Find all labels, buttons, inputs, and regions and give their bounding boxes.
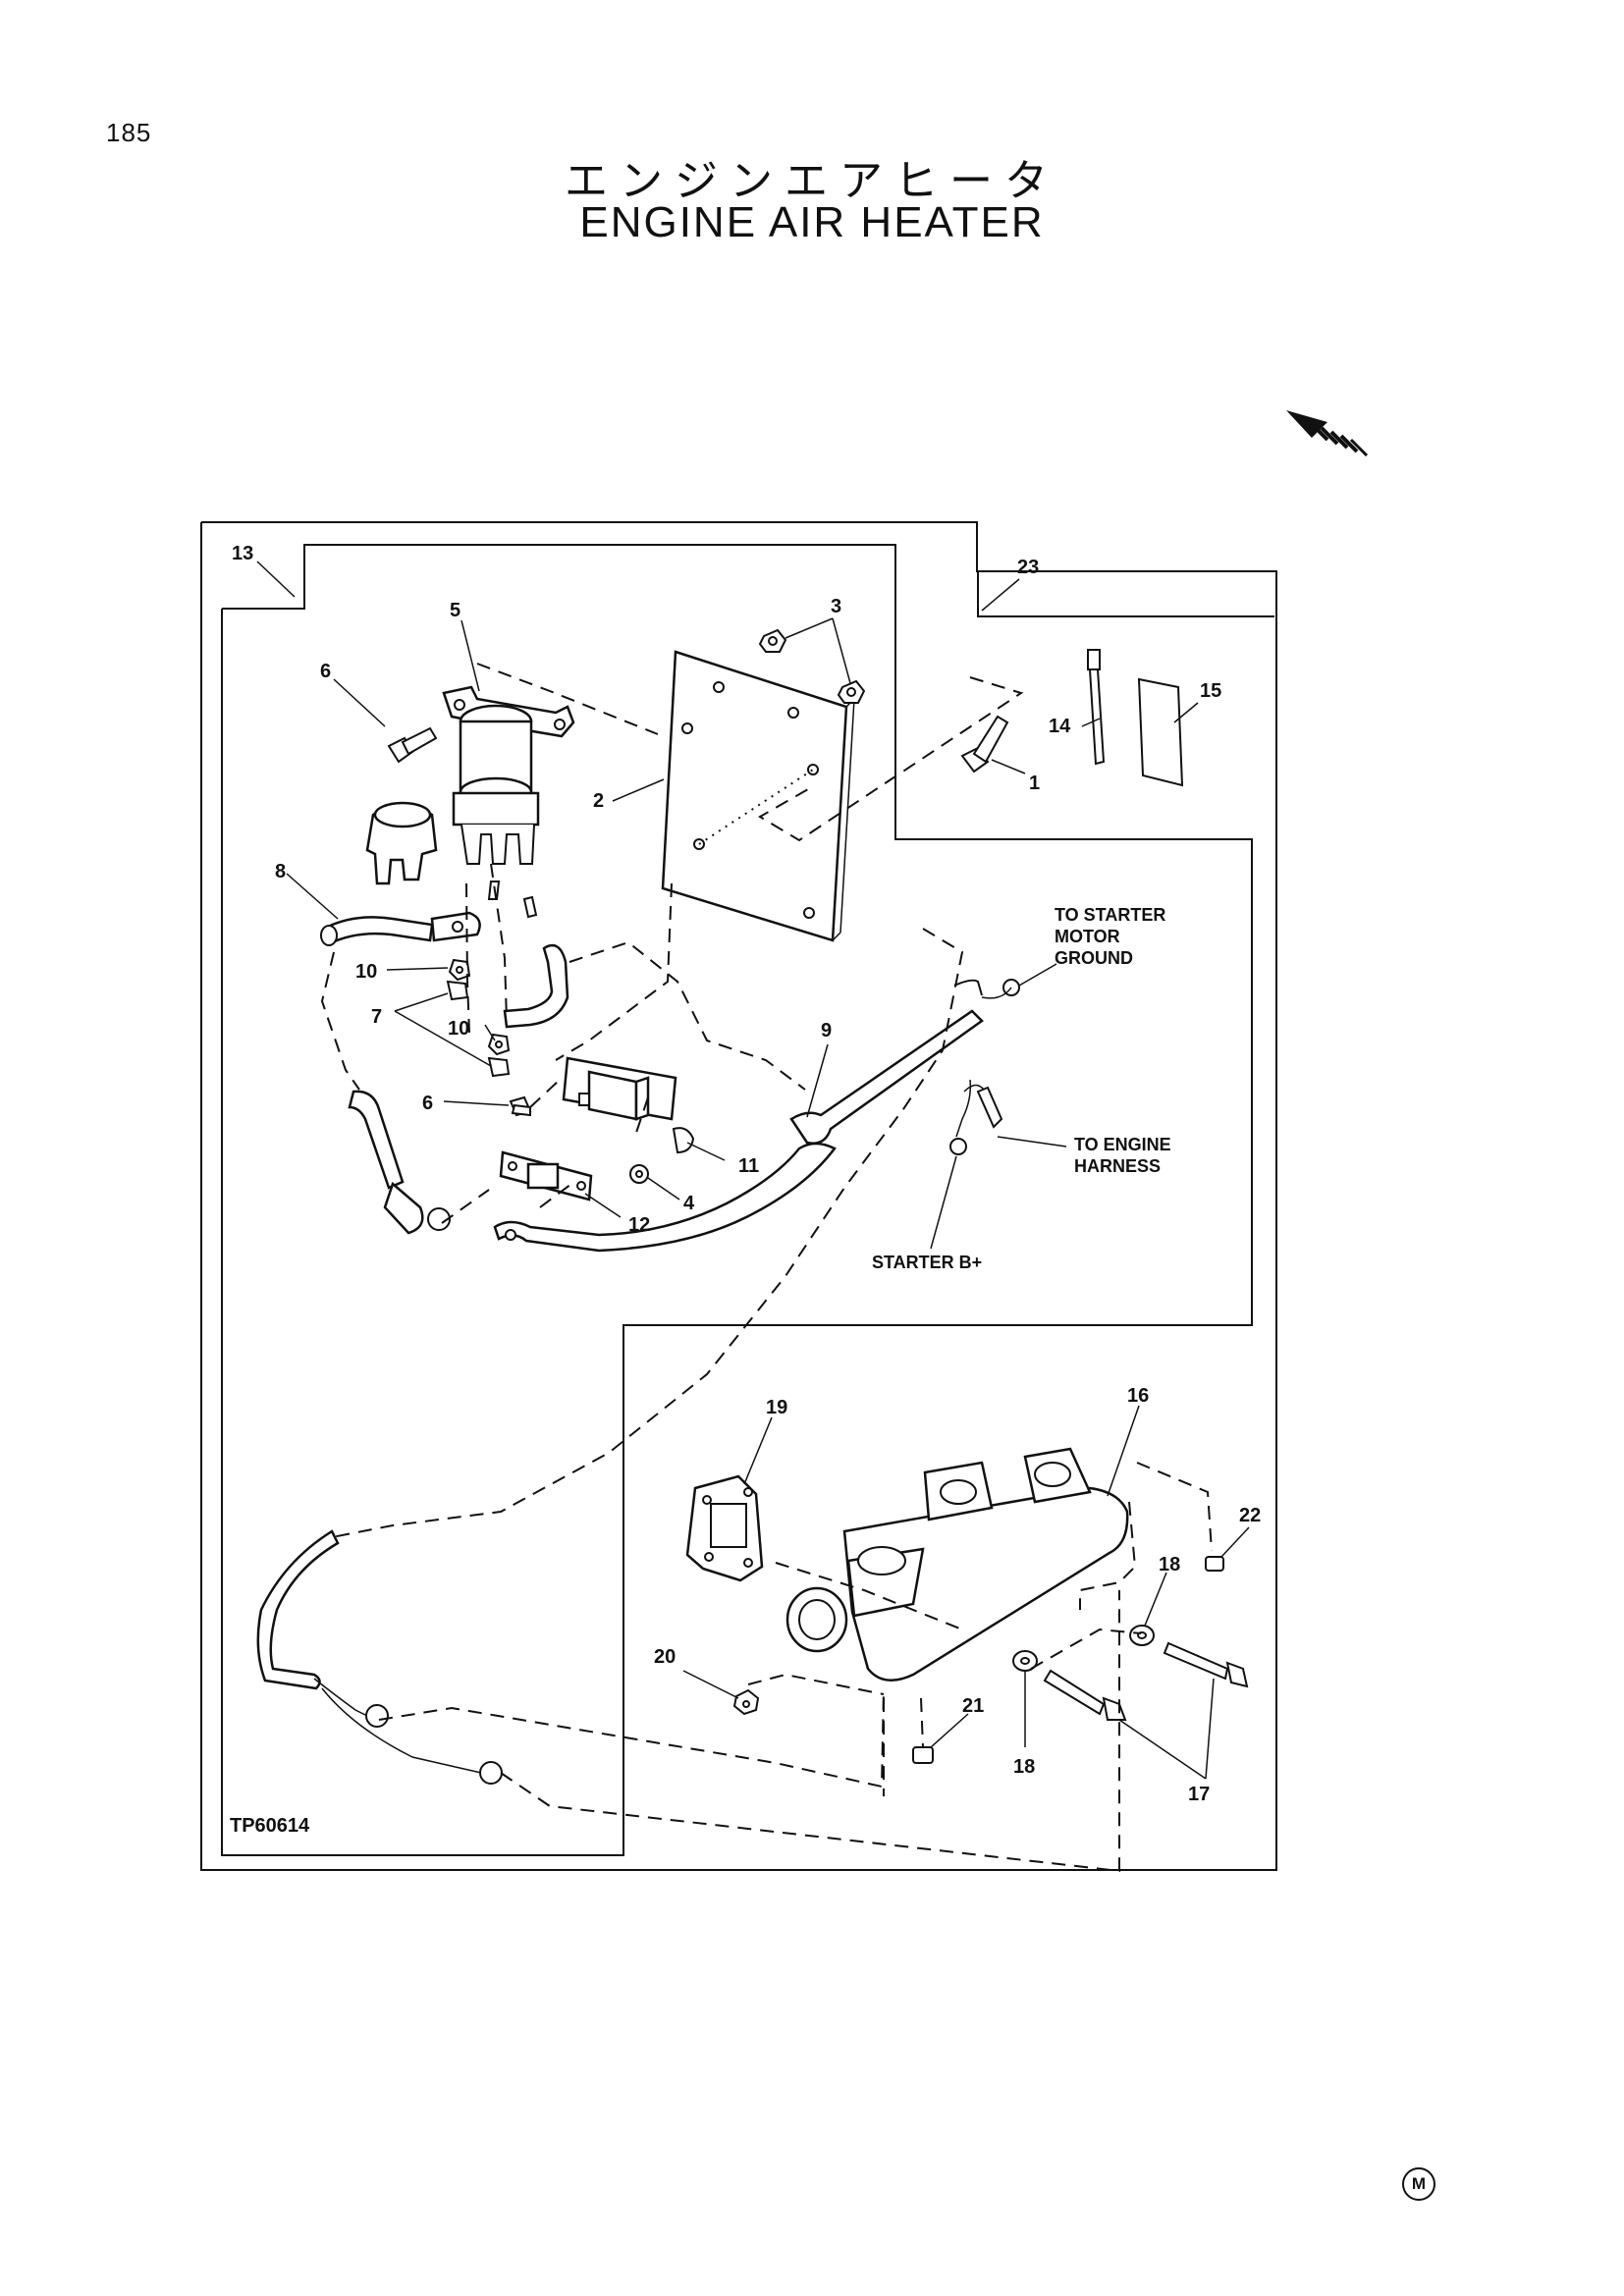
bolt-icon <box>1043 1669 1127 1721</box>
callout-16: 16 <box>1127 1385 1149 1407</box>
nut-icon <box>912 1746 934 1764</box>
note-starter-b-plus: STARTER B+ <box>872 1253 982 1272</box>
callout-17: 17 <box>1188 1784 1210 1805</box>
corner-mark: M <box>1402 2167 1435 2201</box>
page-title-japanese: エンジンエアヒータ <box>565 156 1059 206</box>
callout-10-lower: 10 <box>448 1018 469 1040</box>
nut-icon <box>837 679 866 704</box>
callout-13: 13 <box>232 543 253 564</box>
page-title: ENGINE AIR HEATER <box>579 198 1045 246</box>
page-number: 185 <box>106 118 152 147</box>
callout-4: 4 <box>683 1193 695 1214</box>
callout-6-lower: 6 <box>422 1093 433 1114</box>
callout-22: 22 <box>1239 1505 1261 1526</box>
callout-7: 7 <box>371 1006 382 1028</box>
warning-label <box>1137 677 1184 787</box>
battery-cable <box>320 911 481 1235</box>
fusible-link <box>499 1150 593 1201</box>
washer-icon <box>1012 1650 1038 1672</box>
relay-lead <box>487 881 569 1029</box>
terminal-cap <box>446 980 469 1001</box>
callout-2: 2 <box>593 790 604 812</box>
callout-9: 9 <box>821 1020 832 1041</box>
callout-1: 1 <box>1029 773 1040 794</box>
leader-13 <box>256 561 296 598</box>
bolt-icon <box>960 715 1009 774</box>
bolt-icon <box>387 726 438 764</box>
washer-icon <box>1129 1625 1155 1646</box>
heater-relay <box>365 685 575 885</box>
intake-manifold <box>785 1447 1129 1682</box>
heater-harness <box>493 979 1020 1253</box>
callout-leaders <box>286 617 1250 1780</box>
terminal-cap <box>487 1056 511 1078</box>
bolt-icon <box>509 1095 532 1117</box>
note-starter-ground-line-3: GROUND <box>1055 948 1133 968</box>
nut-icon <box>732 1688 760 1716</box>
leader-23 <box>981 578 1020 612</box>
manifold-gasket <box>685 1474 764 1582</box>
callout-21: 21 <box>962 1695 984 1717</box>
callout-5: 5 <box>450 600 460 621</box>
nut-icon <box>487 1033 511 1056</box>
diagram-frame <box>200 521 1277 1871</box>
connection-notes: TO STARTER MOTOR GROUND TO ENGINE HARNES… <box>872 905 1171 1272</box>
note-engine-harness-line-2: HARNESS <box>1074 1156 1161 1176</box>
note-engine-harness-line-1: TO ENGINE <box>1074 1135 1171 1154</box>
callout-19: 19 <box>766 1397 787 1418</box>
ground-harness <box>256 1529 503 1785</box>
nut-icon <box>1205 1556 1224 1572</box>
nut-icon <box>758 628 787 653</box>
callout-12: 12 <box>628 1214 650 1236</box>
note-starter-ground-line-2: MOTOR <box>1055 927 1120 946</box>
callout-10: 10 <box>355 961 377 983</box>
heater-plate <box>661 650 855 942</box>
bolt-icon <box>1163 1641 1249 1688</box>
figure-code: TP60614 <box>230 1815 310 1837</box>
callout-20: 20 <box>654 1646 676 1668</box>
front-direction-arrow-icon <box>1286 410 1369 457</box>
callout-23: 23 <box>1017 557 1039 578</box>
callout-18: 18 <box>1159 1554 1180 1575</box>
callout-11: 11 <box>738 1155 759 1177</box>
cable-tie <box>1087 649 1106 766</box>
assembly-dashed-lines <box>320 663 1213 1873</box>
callout-6: 6 <box>320 661 331 682</box>
nut-icon <box>448 958 471 982</box>
callout-15: 15 <box>1200 680 1221 702</box>
heater-controller <box>562 1056 695 1154</box>
washer-icon <box>629 1164 649 1184</box>
callout-numbers: 1 2 3 4 5 6 6 7 8 9 10 10 11 12 13 14 15… <box>232 543 1261 1805</box>
callout-8: 8 <box>275 861 286 882</box>
callout-18-lower: 18 <box>1013 1756 1035 1778</box>
callout-3: 3 <box>831 596 841 617</box>
callout-14: 14 <box>1049 716 1071 737</box>
note-starter-ground-line-1: TO STARTER <box>1055 905 1165 925</box>
